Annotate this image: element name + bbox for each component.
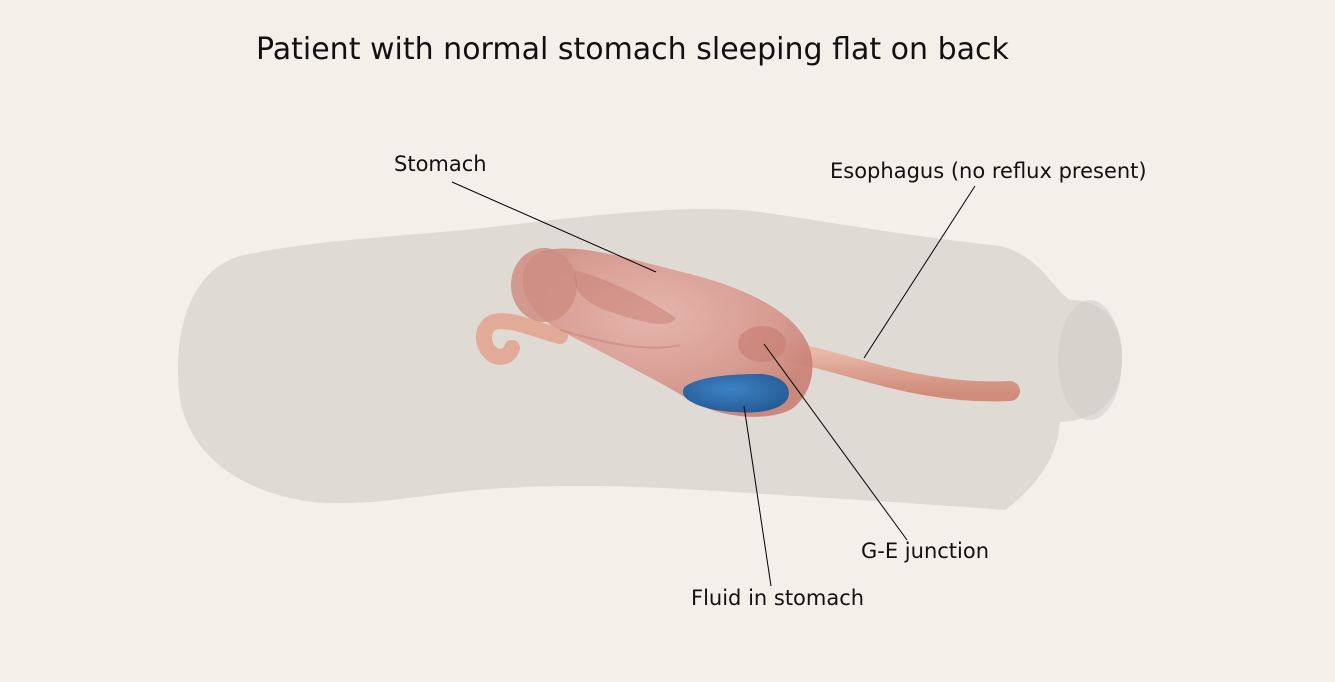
leader-line-stomach <box>451 181 657 273</box>
diagram-title: Patient with normal stomach sleeping fla… <box>256 32 1009 67</box>
stomach-inner-fold <box>574 270 676 324</box>
stomach-crease <box>559 329 681 349</box>
fluid-pool <box>682 374 789 413</box>
label-esophagus: Esophagus (no reflux present) <box>830 159 1147 183</box>
label-stomach: Stomach <box>394 152 487 176</box>
ge-junction-opening <box>738 326 786 362</box>
leader-line-ge-junction <box>763 343 908 541</box>
label-ge-junction: G-E junction <box>861 539 990 563</box>
esophagus-tube <box>780 342 1020 402</box>
stomach-fundus <box>511 248 577 322</box>
torso-neck-opening <box>1058 300 1122 420</box>
leader-line-esophagus <box>863 185 976 359</box>
duodenum-tube <box>476 313 568 365</box>
leader-line-fluid <box>743 405 772 587</box>
label-fluid: Fluid in stomach <box>691 586 865 610</box>
